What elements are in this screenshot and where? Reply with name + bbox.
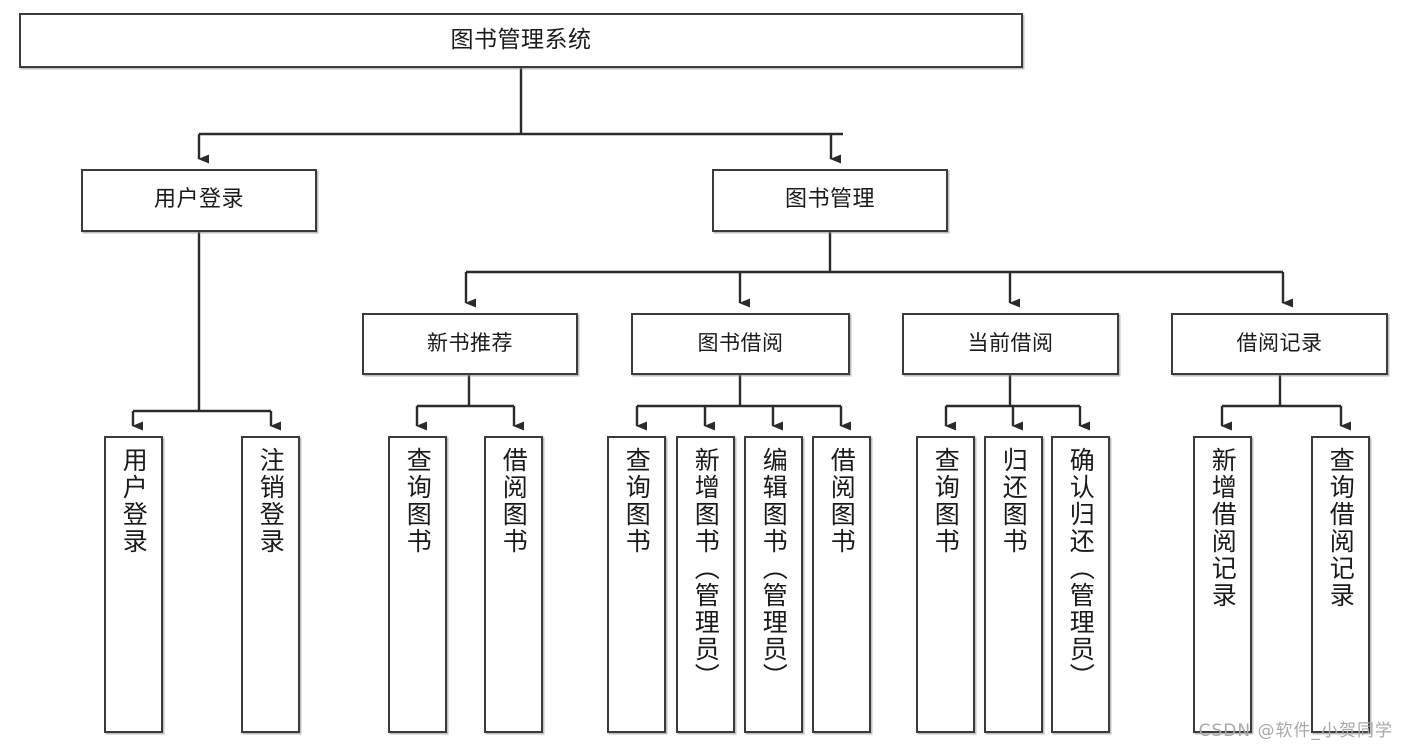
- node-book-borrow[interactable]: 图书借阅: [631, 313, 850, 375]
- leaf-logout[interactable]: 注销登录: [241, 436, 300, 733]
- leaf-query-book-current-label: 查询图书: [931, 447, 961, 555]
- leaf-query-borrow-record-label: 查询借阅记录: [1326, 447, 1356, 609]
- leaf-query-book-borrow[interactable]: 查询图书: [607, 436, 666, 733]
- node-user-login-label: 用户登录: [153, 187, 244, 213]
- leaf-add-book-admin-label: 新增图书（管理员）: [691, 447, 721, 690]
- node-borrow-record[interactable]: 借阅记录: [1171, 313, 1388, 375]
- node-user-login[interactable]: 用户登录: [81, 169, 317, 232]
- node-root-label: 图书管理系统: [450, 26, 592, 53]
- node-current-borrow-label: 当前借阅: [967, 331, 1054, 356]
- leaf-confirm-return-admin-label: 确认归还（管理员）: [1066, 447, 1096, 690]
- leaf-confirm-return-admin[interactable]: 确认归还（管理员）: [1051, 436, 1110, 733]
- leaf-edit-book-admin-label: 编辑图书（管理员）: [759, 447, 789, 690]
- node-book-management[interactable]: 图书管理: [712, 169, 948, 232]
- leaf-query-borrow-record[interactable]: 查询借阅记录: [1311, 436, 1370, 733]
- leaf-add-borrow-record[interactable]: 新增借阅记录: [1193, 436, 1252, 733]
- leaf-borrow-book-recommend[interactable]: 借阅图书: [484, 436, 543, 733]
- leaf-borrow-book-recommend-label: 借阅图书: [499, 447, 529, 555]
- leaf-query-book-current[interactable]: 查询图书: [916, 436, 975, 733]
- leaf-logout-label: 注销登录: [256, 447, 286, 555]
- node-current-borrow[interactable]: 当前借阅: [902, 313, 1119, 375]
- leaf-add-borrow-record-label: 新增借阅记录: [1208, 447, 1238, 609]
- node-book-management-label: 图书管理: [784, 187, 875, 213]
- leaf-add-book-admin[interactable]: 新增图书（管理员）: [676, 436, 735, 733]
- node-new-book-recommend-label: 新书推荐: [427, 331, 513, 356]
- node-book-borrow-label: 图书借阅: [697, 331, 784, 356]
- leaf-query-book-recommend-label: 查询图书: [403, 447, 433, 555]
- leaf-borrow-book-label: 借阅图书: [827, 447, 857, 555]
- leaf-edit-book-admin[interactable]: 编辑图书（管理员）: [744, 436, 803, 733]
- node-borrow-record-label: 借阅记录: [1236, 331, 1323, 356]
- leaf-return-book[interactable]: 归还图书: [984, 436, 1043, 733]
- leaf-user-login[interactable]: 用户登录: [104, 436, 163, 733]
- node-root-system[interactable]: 图书管理系统: [19, 13, 1023, 68]
- leaf-user-login-label: 用户登录: [119, 447, 149, 555]
- leaf-return-book-label: 归还图书: [999, 447, 1029, 555]
- node-new-book-recommend[interactable]: 新书推荐: [362, 313, 578, 375]
- leaf-query-book-borrow-label: 查询图书: [622, 447, 652, 555]
- leaf-borrow-book[interactable]: 借阅图书: [812, 436, 871, 733]
- leaf-query-book-recommend[interactable]: 查询图书: [388, 436, 447, 733]
